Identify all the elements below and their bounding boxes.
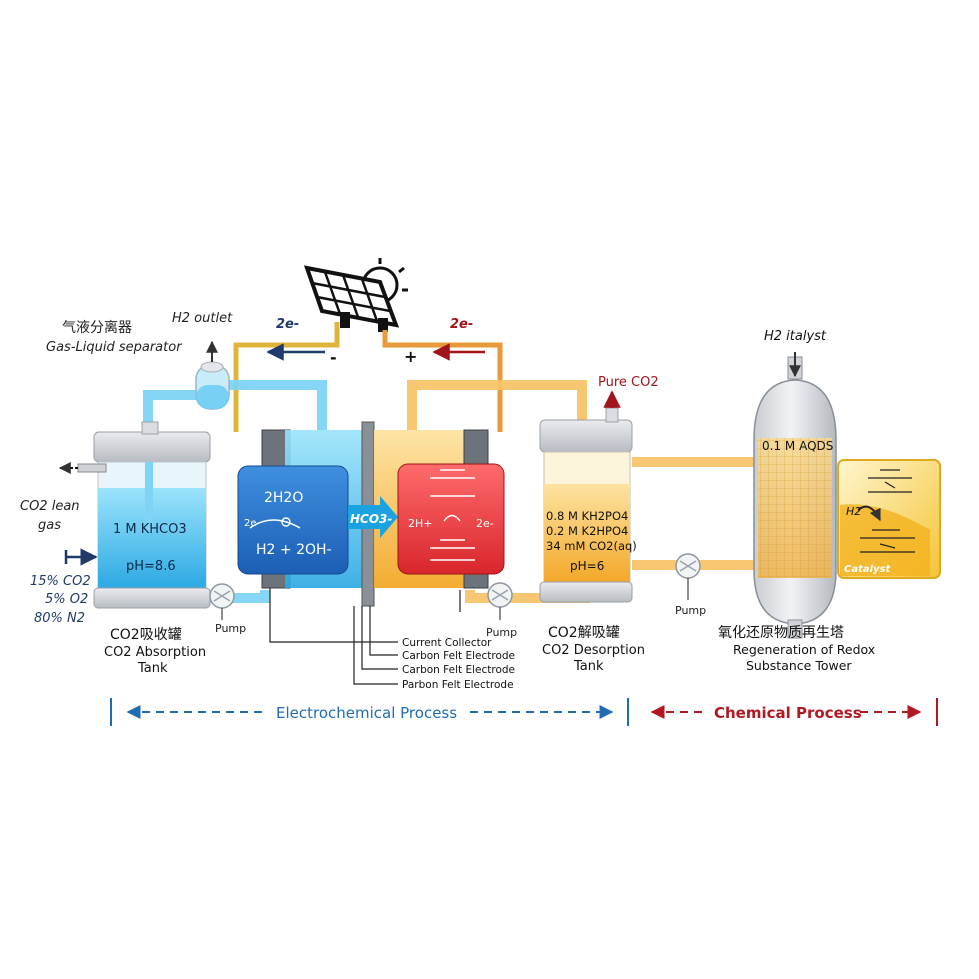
electrochemical-process-bar xyxy=(110,698,629,726)
pump-2-label: Pump xyxy=(486,626,517,639)
catalyst-inset xyxy=(837,459,941,579)
regeneration-tower xyxy=(753,352,837,639)
absorption-content-1: 1 M KHCO3 xyxy=(113,522,187,537)
catalyst-label: Catalyst xyxy=(844,564,892,575)
desorption-label-en-1: CO2 Desorption xyxy=(542,643,645,658)
lean-gas-arrow xyxy=(58,462,107,474)
minus-terminal: - xyxy=(330,348,337,367)
absorption-label-cn: CO2吸收罐 xyxy=(110,627,182,643)
lean-gas-label-1: CO2 lean xyxy=(20,499,80,514)
h2-outlet-label: H2 outlet xyxy=(172,311,233,326)
pump-3-label: Pump xyxy=(675,604,706,617)
desorption-label-en-2: Tank xyxy=(573,659,604,674)
separator-label-en: Gas-Liquid separator xyxy=(46,340,183,355)
feed-gas-o2: 5% O2 xyxy=(45,592,88,607)
callout-current-collector: Current Collector xyxy=(402,637,492,649)
desorption-label-cn: CO2解吸罐 xyxy=(548,625,620,641)
chemical-process-label: Chemical Process xyxy=(714,704,862,722)
pump-3-icon xyxy=(675,553,701,600)
plus-terminal: + xyxy=(404,347,417,366)
tower-top-label: H2 italyst xyxy=(764,329,827,344)
callout-carbon-felt-2: Carbon Felt Electrode xyxy=(402,664,515,676)
callout-parbon-felt: Parbon Felt Electrode xyxy=(402,679,514,691)
anode-reaction-box xyxy=(397,463,505,575)
hco3-label: HCO3- xyxy=(350,512,392,526)
feed-gas-co2: 15% CO2 xyxy=(30,574,91,589)
pure-co2-label: Pure CO2 xyxy=(598,375,659,390)
separator-label-cn: 气液分离器 xyxy=(62,319,132,336)
pump-1-icon xyxy=(209,583,235,620)
tower-content: 0.1 M AQDS xyxy=(762,439,833,453)
chemical-process-bar xyxy=(650,698,938,726)
absorption-label-en-2: Tank xyxy=(137,661,168,676)
lean-gas-label-2: gas xyxy=(38,518,61,533)
pump-2-icon xyxy=(487,582,513,620)
desorption-content-1: 0.8 M KH2PO4 xyxy=(546,509,628,523)
desorption-content-3: 34 mM CO2(aq) xyxy=(546,539,637,553)
solar-panel-icon xyxy=(303,258,408,332)
cathode-product: H2 + 2OH- xyxy=(256,542,332,558)
catalyst-h2: H2 xyxy=(846,505,861,518)
callout-carbon-felt-1: Carbon Felt Electrode xyxy=(402,650,515,662)
desorption-content-2: 0.2 M K2HPO4 xyxy=(546,524,628,538)
gas-liquid-separator xyxy=(195,340,230,410)
anode-protons: 2H+ xyxy=(408,517,433,530)
hco3-transport-arrow xyxy=(348,496,398,538)
tower-label-en-2: Substance Tower xyxy=(746,658,852,673)
desorption-tank xyxy=(539,390,633,603)
feed-gas-n2: 80% N2 xyxy=(34,611,85,626)
cathode-reactant: 2H2O xyxy=(264,490,303,506)
tower-label-en-1: Regeneration of Redox xyxy=(733,642,875,657)
pump-1-label: Pump xyxy=(215,622,246,635)
anode-electrons: 2e- xyxy=(476,517,494,530)
tower-label-cn: 氧化还原物质再生塔 xyxy=(718,625,844,641)
power-wires xyxy=(233,322,503,432)
electrochemical-process-label: Electrochemical Process xyxy=(276,704,457,722)
right-electron-label: 2e- xyxy=(450,317,473,332)
absorption-content-2: pH=8.6 xyxy=(126,559,176,574)
absorption-label-en-1: CO2 Absorption xyxy=(104,645,206,660)
absorption-tank xyxy=(93,421,211,609)
cathode-electrons: 2e- xyxy=(244,518,261,529)
left-electron-label: 2e- xyxy=(276,317,299,332)
cell-callout-lines xyxy=(269,588,461,685)
desorption-content-4: pH=6 xyxy=(570,559,604,573)
